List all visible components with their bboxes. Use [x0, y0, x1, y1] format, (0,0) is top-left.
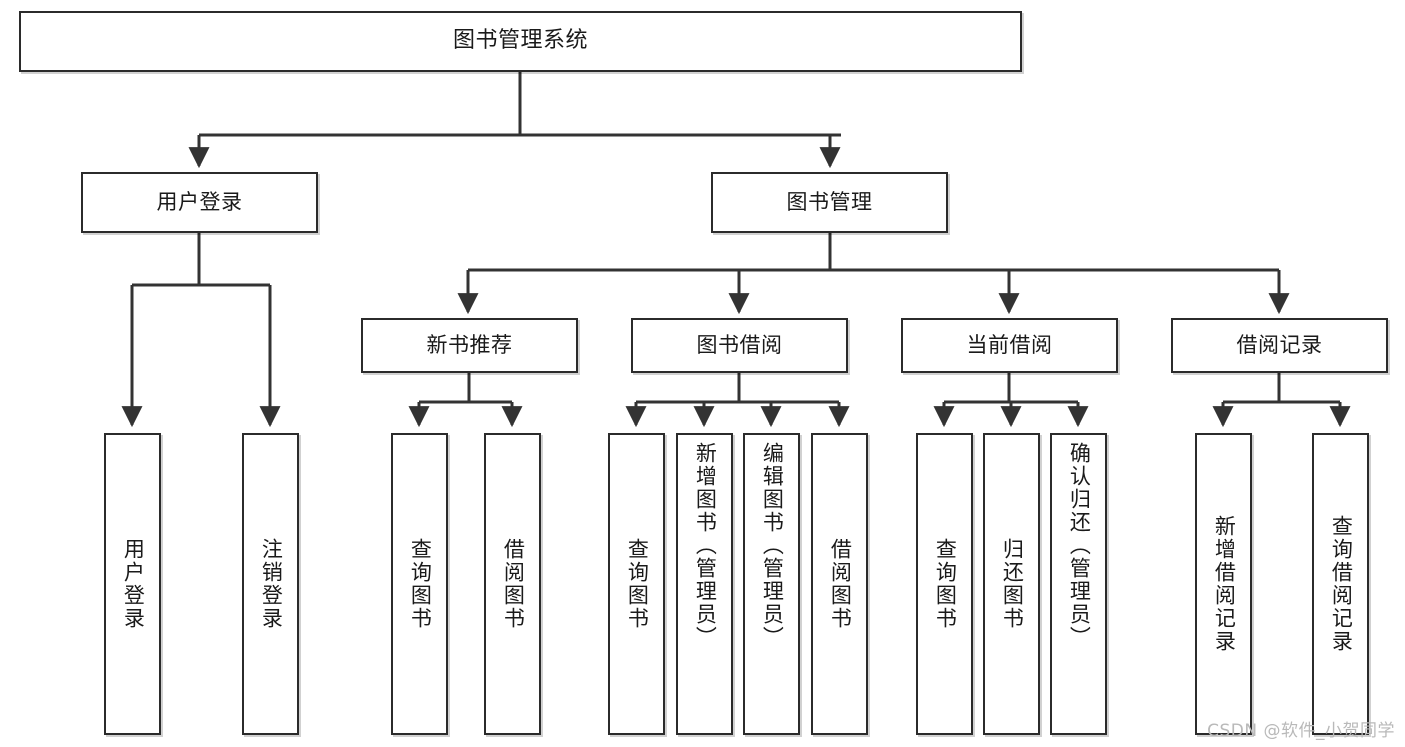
node-leaf-user-login[interactable]: 用户登录	[104, 433, 161, 735]
node-user-login-label: 用户登录	[156, 189, 243, 214]
node-leaf-return-book[interactable]: 归还图书	[983, 433, 1040, 735]
node-new-book-rec-label: 新书推荐	[426, 332, 513, 357]
node-leaf-add-record[interactable]: 新增借阅记录	[1195, 433, 1252, 735]
node-leaf-query-book-2[interactable]: 查询图书	[608, 433, 665, 735]
watermark: CSDN @软件_小贺同学	[1207, 721, 1395, 741]
node-leaf-edit-book[interactable]: 编辑图书（管理员）	[743, 433, 800, 735]
node-leaf-query-book-3[interactable]: 查询图书	[916, 433, 973, 735]
node-leaf-edit-book-label: 编辑图书（管理员）	[760, 442, 785, 649]
node-leaf-user-login-label: 用户登录	[121, 538, 146, 630]
node-leaf-borrow-book-2-label: 借阅图书	[828, 538, 853, 630]
node-borrow-record[interactable]: 借阅记录	[1171, 318, 1388, 373]
node-leaf-logout-label: 注销登录	[259, 538, 284, 630]
node-book-manage[interactable]: 图书管理	[711, 172, 948, 233]
node-leaf-borrow-book-2[interactable]: 借阅图书	[811, 433, 868, 735]
node-leaf-add-book-label: 新增图书（管理员）	[693, 442, 718, 649]
node-current-borrow[interactable]: 当前借阅	[901, 318, 1118, 373]
node-current-borrow-label: 当前借阅	[966, 332, 1053, 357]
node-leaf-query-book-1-label: 查询图书	[408, 538, 433, 630]
node-leaf-add-record-label: 新增借阅记录	[1212, 515, 1237, 653]
node-leaf-add-book[interactable]: 新增图书（管理员）	[676, 433, 733, 735]
node-user-login[interactable]: 用户登录	[81, 172, 318, 233]
node-leaf-query-book-1[interactable]: 查询图书	[391, 433, 448, 735]
node-leaf-query-book-2-label: 查询图书	[625, 538, 650, 630]
node-leaf-return-book-label: 归还图书	[1000, 538, 1025, 630]
node-book-borrow-label: 图书借阅	[696, 332, 783, 357]
node-leaf-query-record[interactable]: 查询借阅记录	[1312, 433, 1369, 735]
node-new-book-rec[interactable]: 新书推荐	[361, 318, 578, 373]
node-borrow-record-label: 借阅记录	[1236, 332, 1323, 357]
node-leaf-confirm-return[interactable]: 确认归还（管理员）	[1050, 433, 1107, 735]
node-leaf-logout[interactable]: 注销登录	[242, 433, 299, 735]
node-root[interactable]: 图书管理系统	[19, 11, 1022, 72]
node-book-borrow[interactable]: 图书借阅	[631, 318, 848, 373]
node-leaf-borrow-book-1-label: 借阅图书	[501, 538, 526, 630]
node-leaf-query-book-3-label: 查询图书	[933, 538, 958, 630]
node-leaf-query-record-label: 查询借阅记录	[1329, 515, 1354, 653]
node-book-manage-label: 图书管理	[786, 189, 873, 214]
node-leaf-borrow-book-1[interactable]: 借阅图书	[484, 433, 541, 735]
node-root-label: 图书管理系统	[452, 28, 588, 54]
node-leaf-confirm-return-label: 确认归还（管理员）	[1067, 442, 1092, 649]
